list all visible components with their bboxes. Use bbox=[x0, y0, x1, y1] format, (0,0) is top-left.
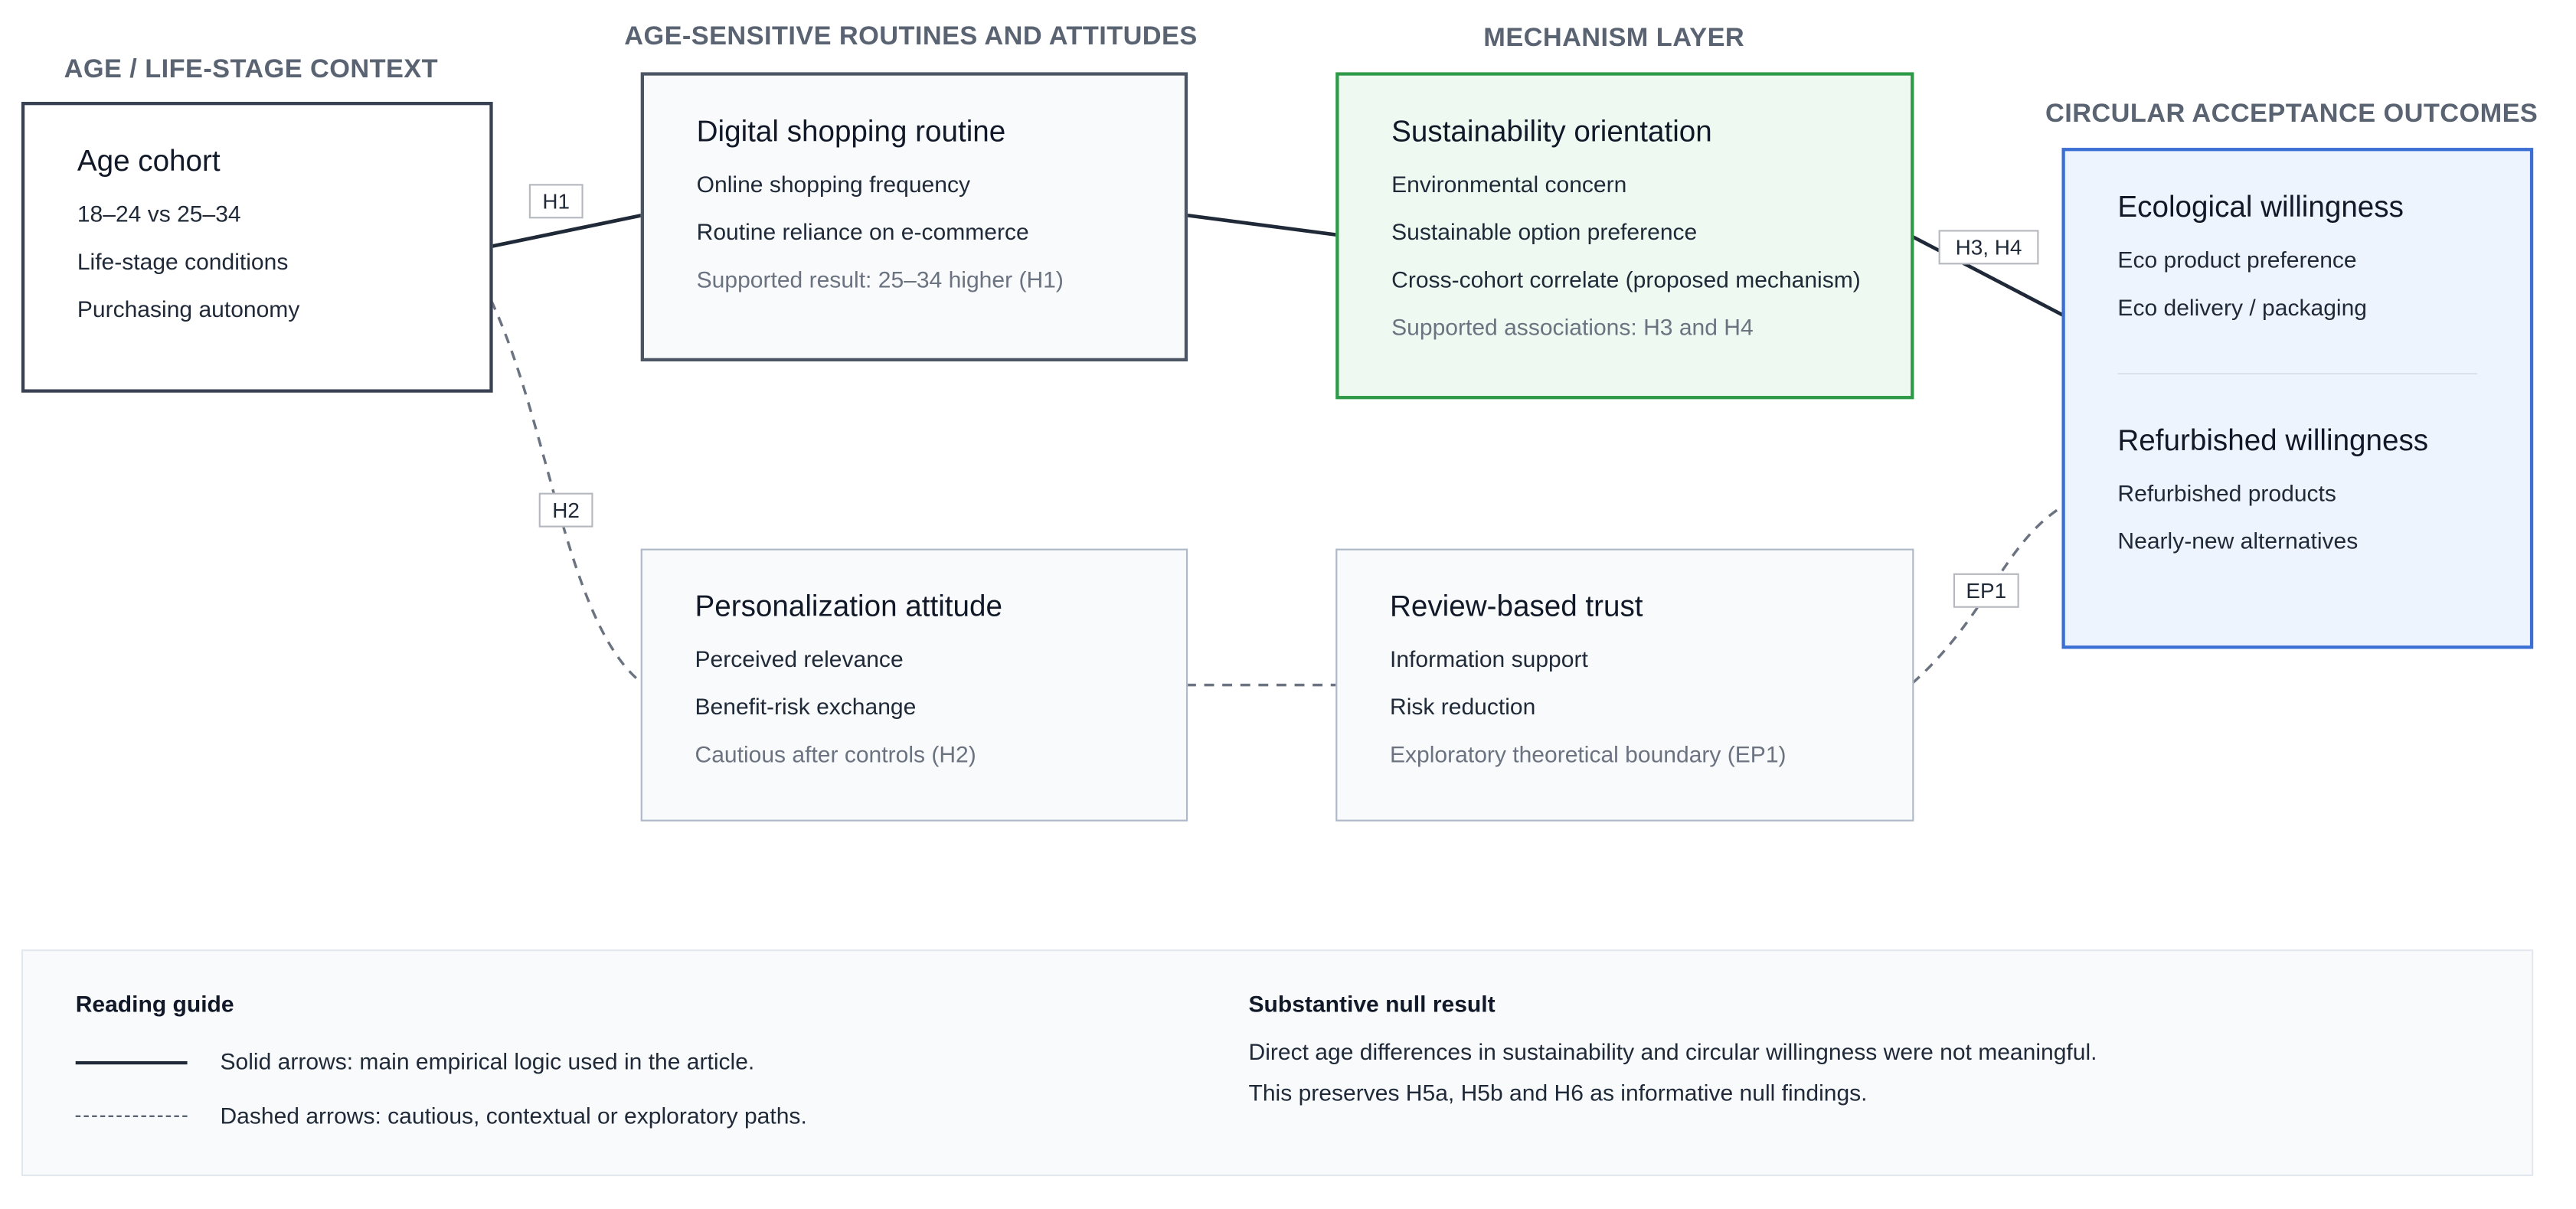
digital-routine-note: Supported result: 25–34 higher (H1) bbox=[696, 266, 1064, 292]
connector-h1 bbox=[490, 213, 643, 249]
age-cohort-item: Purchasing autonomy bbox=[77, 296, 300, 322]
personalization-item: Perceived relevance bbox=[695, 645, 904, 672]
age-cohort-item: Life-stage conditions bbox=[77, 247, 289, 275]
sustainability-box: Sustainability orientation Environmental… bbox=[1335, 72, 1914, 400]
column-heading-mechanism: MECHANISM LAYER bbox=[1483, 25, 1745, 53]
digital-routine-box: Digital shopping routine Online shopping… bbox=[640, 72, 1188, 361]
null-result-line: This preserves H5a, H5b and H6 as inform… bbox=[1248, 1079, 1868, 1106]
personalization-box: Personalization attitude Perceived relev… bbox=[640, 548, 1188, 822]
digital-routine-item: Online shopping frequency bbox=[696, 171, 970, 198]
path-tag-h1: H1 bbox=[528, 184, 584, 219]
refurbished-item: Nearly-new alternatives bbox=[2117, 527, 2359, 554]
age-cohort-item: 18–24 vs 25–34 bbox=[77, 200, 241, 227]
reading-guide-panel: Reading guide Solid arrows: main empiric… bbox=[21, 949, 2534, 1177]
review-trust-item: Risk reduction bbox=[1390, 693, 1536, 720]
digital-routine-title: Digital shopping routine bbox=[696, 115, 1006, 149]
sustainability-item: Cross-cohort correlate (proposed mechani… bbox=[1391, 266, 1861, 292]
dashed-line-sample bbox=[75, 1115, 188, 1117]
review-trust-note: Exploratory theoretical boundary (EP1) bbox=[1390, 740, 1787, 767]
null-result-line: Direct age differences in sustainability… bbox=[1248, 1037, 2097, 1065]
null-result-title: Substantive null result bbox=[1248, 990, 1496, 1018]
path-tag-ep1: EP1 bbox=[1953, 573, 2019, 608]
solid-line-sample bbox=[75, 1060, 188, 1065]
column-heading-routines: AGE-SENSITIVE ROUTINES AND ATTITUDES bbox=[624, 23, 1198, 51]
connector-h3h4 bbox=[1911, 234, 2064, 318]
personalization-note: Cautious after controls (H2) bbox=[695, 740, 976, 767]
refurbished-title: Refurbished willingness bbox=[2117, 423, 2429, 457]
ecological-item: Eco delivery / packaging bbox=[2117, 294, 2368, 321]
connector-routine-sustainability bbox=[1185, 213, 1338, 237]
outcomes-box: Ecological willingness Eco product prefe… bbox=[2061, 148, 2534, 649]
ecological-title: Ecological willingness bbox=[2117, 190, 2404, 224]
sustainability-note: Supported associations: H3 and H4 bbox=[1391, 313, 1754, 341]
column-heading-context: AGE / LIFE-STAGE CONTEXT bbox=[64, 55, 439, 84]
personalization-title: Personalization attitude bbox=[695, 590, 1002, 623]
review-trust-title: Review-based trust bbox=[1390, 590, 1643, 623]
review-trust-item: Information support bbox=[1390, 645, 1588, 672]
solid-line-description: Solid arrows: main empirical logic used … bbox=[220, 1047, 755, 1075]
outcomes-divider bbox=[2117, 373, 2478, 375]
path-tag-h2: H2 bbox=[538, 492, 593, 528]
ecological-item: Eco product preference bbox=[2117, 246, 2357, 273]
connector-h2 bbox=[489, 299, 643, 685]
review-trust-box: Review-based trust Information support R… bbox=[1335, 548, 1914, 822]
path-tag-h3h4: H3, H4 bbox=[1938, 230, 2039, 265]
sustainability-title: Sustainability orientation bbox=[1391, 115, 1712, 149]
age-cohort-title: Age cohort bbox=[77, 144, 221, 178]
personalization-item: Benefit-risk exchange bbox=[695, 693, 917, 720]
sustainability-item: Sustainable option preference bbox=[1391, 218, 1698, 245]
digital-routine-item: Routine reliance on e-commerce bbox=[696, 218, 1029, 245]
age-cohort-box: Age cohort 18–24 vs 25–34 Life-stage con… bbox=[21, 102, 493, 393]
refurbished-item: Refurbished products bbox=[2117, 479, 2336, 506]
column-heading-outcomes: CIRCULAR ACCEPTANCE OUTCOMES bbox=[2045, 100, 2538, 129]
dashed-line-description: Dashed arrows: cautious, contextual or e… bbox=[220, 1102, 807, 1129]
sustainability-item: Environmental concern bbox=[1391, 171, 1627, 198]
reading-guide-title: Reading guide bbox=[75, 990, 234, 1018]
